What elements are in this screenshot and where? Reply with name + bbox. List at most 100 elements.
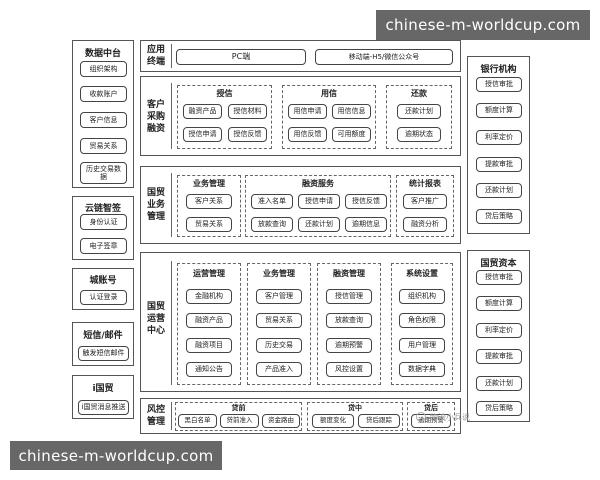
ops-business-item[interactable]: 历史交易 xyxy=(256,338,302,353)
row-divider xyxy=(171,44,172,68)
panel-title: 短信/邮件 xyxy=(83,331,123,341)
capital-item[interactable]: 贷后策略 xyxy=(476,401,522,416)
bank-item[interactable]: 还款计划 xyxy=(476,183,522,198)
ops-system-group: 系统设置 组织机构 角色权限 用户管理 数据字典 xyxy=(391,263,453,385)
row-label: 客户 采购 融资 xyxy=(146,100,165,135)
financing-service-group: 融资服务 准入名单 授信申请 授信反馈 放款查询 还款计划 逾期信息 xyxy=(245,175,391,237)
watermark-bottom: chinese-m-worldcup.com xyxy=(10,441,222,470)
data-center-item[interactable]: 贸易关系 xyxy=(80,138,127,154)
group-title: 授信 xyxy=(216,89,233,98)
financing-service-item[interactable]: 准入名单 xyxy=(251,194,293,209)
capital-item[interactable]: 授信审批 xyxy=(476,270,522,285)
group-title: 贷中 xyxy=(348,404,362,412)
ops-system-item[interactable]: 角色权限 xyxy=(399,313,445,328)
ops-financing-group: 融资管理 授信管理 放款查询 逾期预警 风控设置 xyxy=(317,263,381,385)
credit-item[interactable]: 融资产品 xyxy=(183,104,222,119)
ops-business-group: 业务管理 客户管理 贸易关系 历史交易 产品准入 xyxy=(247,263,311,385)
risk-management-row: 风控 管理 贷前 黑白名单 贷前准入 资金路由 贷中 额度变化 贷后跟踪 贷后 … xyxy=(140,398,461,434)
ops-business-item[interactable]: 贸易关系 xyxy=(256,313,302,328)
pre-loan-item[interactable]: 黑白名单 xyxy=(178,414,217,428)
itrade-panel: i国贸 i国贸消息推送 xyxy=(72,375,134,419)
capital-item[interactable]: 利率定价 xyxy=(476,323,522,338)
credit-item[interactable]: 授信反馈 xyxy=(228,127,267,142)
ops-financing-item[interactable]: 风控设置 xyxy=(326,362,372,377)
in-loan-group: 贷中 额度变化 贷后跟踪 xyxy=(307,402,403,431)
panel-title: 城账号 xyxy=(89,276,117,286)
pre-loan-item[interactable]: 资金路由 xyxy=(262,414,300,428)
ops-management-item[interactable]: 金融机构 xyxy=(186,289,232,304)
business-item[interactable]: 客户关系 xyxy=(186,194,232,209)
row-label: 应用 终端 xyxy=(146,45,165,68)
customer-financing-row: 客户 采购 融资 授信 融资产品 授信材料 授信申请 授信反馈 用信 用信申请 … xyxy=(140,76,461,156)
credit-item[interactable]: 授信申请 xyxy=(183,127,222,142)
repayment-group: 还款 还款计划 逾期状态 xyxy=(386,85,452,149)
ops-system-item[interactable]: 数据字典 xyxy=(399,362,445,377)
city-account-item[interactable]: 认证登录 xyxy=(80,290,127,305)
city-account-panel: 城账号 认证登录 xyxy=(72,268,134,310)
credit-item[interactable]: 授信材料 xyxy=(228,104,267,119)
financing-service-item[interactable]: 逾期信息 xyxy=(345,217,387,232)
data-center-item[interactable]: 历史交易数 据 xyxy=(80,162,127,184)
bank-item[interactable]: 利率定价 xyxy=(476,130,522,145)
ops-management-group: 运营管理 金融机构 融资产品 融资项目 通知公告 xyxy=(177,263,241,385)
financing-service-item[interactable]: 放款查询 xyxy=(251,217,293,232)
data-center-item[interactable]: 收款账户 xyxy=(80,86,127,102)
data-center-item[interactable]: 组织架构 xyxy=(80,61,127,77)
data-center-item[interactable]: 客户信息 xyxy=(80,112,127,128)
pre-loan-item[interactable]: 贷前准入 xyxy=(220,414,259,428)
capital-item[interactable]: 还款计划 xyxy=(476,376,522,391)
ops-financing-item[interactable]: 逾期预警 xyxy=(326,338,372,353)
in-loan-item[interactable]: 贷后跟踪 xyxy=(358,414,400,428)
cloud-sign-item[interactable]: 电子签章 xyxy=(80,238,127,254)
in-loan-item[interactable]: 额度变化 xyxy=(312,414,354,428)
statistics-item[interactable]: 客户推广 xyxy=(403,194,447,209)
usage-item[interactable]: 用信反馈 xyxy=(288,127,327,142)
capital-item[interactable]: 提款审批 xyxy=(476,349,522,364)
ops-management-item[interactable]: 融资项目 xyxy=(186,338,232,353)
ops-system-item[interactable]: 组织机构 xyxy=(399,289,445,304)
operation-center-row: 国贸 运营 中心 运营管理 金融机构 融资产品 融资项目 通知公告 业务管理 客… xyxy=(140,252,461,392)
panel-title: 国贸资本 xyxy=(480,259,517,269)
pc-terminal[interactable]: PC端 xyxy=(176,49,306,65)
group-title: 还款 xyxy=(411,89,427,98)
itrade-item[interactable]: i国贸消息推送 xyxy=(78,400,129,415)
repayment-item[interactable]: 还款计划 xyxy=(397,104,441,119)
usage-item[interactable]: 用信申请 xyxy=(288,104,327,119)
statistics-item[interactable]: 融资分析 xyxy=(403,217,447,232)
ops-management-item[interactable]: 通知公告 xyxy=(186,362,232,377)
group-title: 系统设置 xyxy=(406,269,438,278)
group-title: 贷前 xyxy=(231,404,246,412)
financing-service-item[interactable]: 还款计划 xyxy=(298,217,340,232)
row-divider xyxy=(171,83,172,149)
ops-financing-item[interactable]: 放款查询 xyxy=(326,313,372,328)
ops-business-item[interactable]: 客户管理 xyxy=(256,289,302,304)
cloud-sign-panel: 云链智签 身份认证 电子签章 xyxy=(72,196,134,260)
sms-item[interactable]: 触发短信邮件 xyxy=(78,346,129,361)
business-item[interactable]: 贸易关系 xyxy=(186,217,232,232)
ops-management-item[interactable]: 融资产品 xyxy=(186,313,232,328)
group-title: 贷后 xyxy=(424,404,438,412)
capital-item[interactable]: 额度计算 xyxy=(476,296,522,311)
usage-item[interactable]: 可用额度 xyxy=(332,127,371,142)
business-group: 业务管理 客户关系 贸易关系 xyxy=(177,175,241,237)
bank-item[interactable]: 贷后策略 xyxy=(476,209,522,224)
financing-service-item[interactable]: 授信申请 xyxy=(298,194,340,209)
data-center-panel: 数据中台 组织架构 收款账户 客户信息 贸易关系 历史交易数 据 xyxy=(72,40,134,188)
financing-service-item[interactable]: 授信反馈 xyxy=(345,194,387,209)
credit-group: 授信 融资产品 授信材料 授信申请 授信反馈 xyxy=(177,85,272,149)
sms-panel: 短信/邮件 触发短信邮件 xyxy=(72,322,134,366)
repayment-item[interactable]: 逾期状态 xyxy=(397,127,441,142)
row-label: 风控 管理 xyxy=(146,405,165,428)
ops-financing-item[interactable]: 授信管理 xyxy=(326,289,372,304)
bank-item[interactable]: 额度计算 xyxy=(476,103,522,118)
ops-system-item[interactable]: 用户管理 xyxy=(399,338,445,353)
ops-business-item[interactable]: 产品准入 xyxy=(256,362,302,377)
cloud-sign-item[interactable]: 身份认证 xyxy=(80,214,127,230)
usage-item[interactable]: 用信信息 xyxy=(332,104,371,119)
bank-item[interactable]: 提款审批 xyxy=(476,157,522,172)
mobile-terminal[interactable]: 移动端-H5/微信公众号 xyxy=(315,49,453,65)
bank-item[interactable]: 授信审批 xyxy=(476,77,522,92)
panel-title: i国贸 xyxy=(92,384,114,394)
panel-title: 银行机构 xyxy=(480,65,517,75)
capital-panel: 国贸资本 授信审批 额度计算 利率定价 提款审批 还款计划 贷后策略 xyxy=(467,250,530,422)
